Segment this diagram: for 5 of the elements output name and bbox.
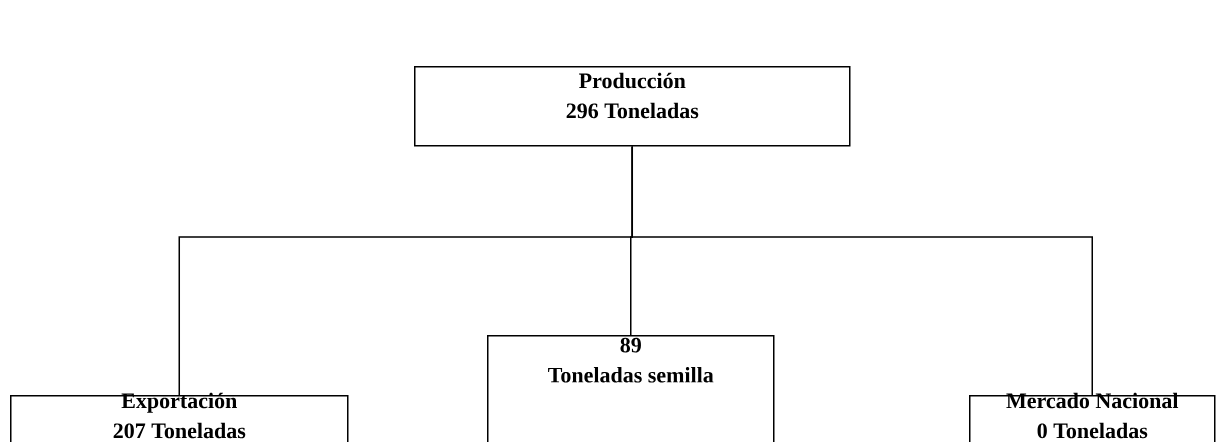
connector-line xyxy=(631,145,1093,396)
flow-box: Mercado Nacional 0 Toneladas xyxy=(969,392,1216,442)
flow-box: 89 Toneladas semilla xyxy=(487,335,775,442)
flow-box: Exportación 207 Toneladas xyxy=(10,392,349,442)
flow-box: Producción 296 Toneladas xyxy=(414,66,851,147)
